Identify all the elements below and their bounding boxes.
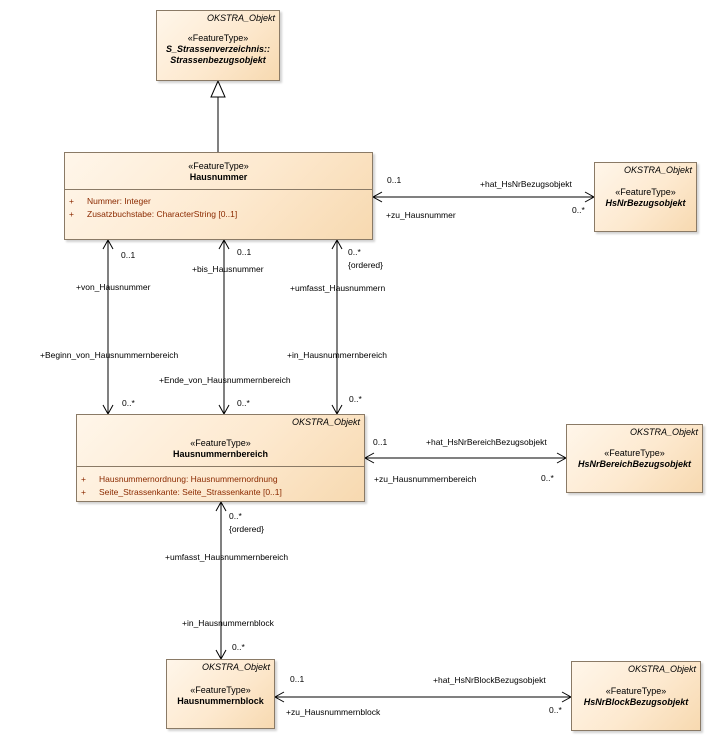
class-header: «FeatureType» Hausnummer (65, 161, 372, 183)
assoc-von-arrow-top (102, 238, 114, 250)
class-hausnummernblock[interactable]: OKSTRA_Objekt «FeatureType» Hausnummernb… (166, 659, 275, 729)
multiplicity-label: 0..1 (290, 674, 305, 684)
class-name: HsNrBezugsobjekt (605, 198, 686, 208)
role-label: +zu_Hausnummer (386, 210, 456, 220)
multiplicity-label: 0..1 (237, 247, 252, 257)
class-name: HsNrBereichBezugsobjekt (577, 459, 692, 469)
multiplicity-label: 0..* (122, 398, 135, 408)
visibility-marker: + (81, 474, 86, 484)
class-header: «FeatureType» HsNrBezugsobjekt (595, 187, 696, 209)
role-label: +hat_HsNrBlockBezugsobjekt (433, 675, 546, 685)
class-hausnummernbereich[interactable]: OKSTRA_Objekt «FeatureType» Hausnummernb… (76, 414, 365, 502)
role-label: +zu_Hausnummernbereich (374, 474, 477, 484)
assoc-blockbezug-arrow-left (273, 691, 285, 703)
stereotype-label: «FeatureType» (190, 685, 251, 695)
multiplicity-label: 0..1 (373, 437, 388, 447)
role-label: +hat_HsNrBezugsobjekt (480, 179, 572, 189)
package-label: OKSTRA_Objekt (627, 664, 696, 674)
attribute-text: Zusatzbuchstabe: CharacterString [0..1] (87, 209, 238, 219)
constraint-label: {ordered} (348, 260, 383, 270)
role-label: +umfasst_Hausnummern (290, 283, 386, 293)
stereotype-label: «FeatureType» (604, 448, 665, 458)
class-name-line1: S_Strassenverzeichnis:: (165, 44, 271, 54)
visibility-marker: + (69, 209, 74, 219)
role-label: +in_Hausnummernbereich (287, 350, 387, 360)
multiplicity-label: 0..* (572, 205, 585, 215)
multiplicity-label: 0..* (237, 398, 250, 408)
role-label: +Beginn_von_Hausnummernbereich (40, 350, 179, 360)
stereotype-label: «FeatureType» (188, 161, 249, 171)
role-label: +zu_Hausnummernblock (286, 707, 381, 717)
assoc-umfasst-arrow-top (331, 238, 343, 250)
attribute-text: Hausnummernordnung: Hausnummernordnung (99, 474, 278, 484)
class-header: «FeatureType» Hausnummernblock (167, 685, 274, 707)
class-strassenbezugsobjekt[interactable]: OKSTRA_Objekt «FeatureType» S_Strassenve… (156, 10, 280, 81)
class-header: «FeatureType» HsNrBereichBezugsobjekt (567, 448, 702, 470)
attribute-row: + Nummer: Integer (69, 196, 151, 206)
role-label: +von_Hausnummer (76, 282, 151, 292)
compartment-divider (77, 466, 364, 467)
multiplicity-label: 0..* (541, 473, 554, 483)
multiplicity-label: 0..* (549, 705, 562, 715)
package-label: OKSTRA_Objekt (201, 662, 270, 672)
multiplicity-label: 0..* (229, 511, 242, 521)
compartment-divider (65, 189, 372, 190)
role-label: +bis_Hausnummer (192, 264, 264, 274)
role-label: +umfasst_Hausnummernbereich (165, 552, 289, 562)
package-label: OKSTRA_Objekt (291, 417, 360, 427)
class-hsnrbezugsobjekt[interactable]: OKSTRA_Objekt «FeatureType» HsNrBezugsob… (594, 162, 697, 232)
attribute-text: Seite_Strassenkante: Seite_Strassenkante… (99, 487, 282, 497)
multiplicity-label: 0..* (349, 394, 362, 404)
class-hausnummer[interactable]: «FeatureType» Hausnummer + Nummer: Intege… (64, 152, 373, 240)
role-label: +Ende_von_Hausnummernbereich (159, 375, 291, 385)
class-name: Hausnummernblock (177, 696, 264, 706)
stereotype-label: «FeatureType» (190, 438, 251, 448)
attribute-row: + Seite_Strassenkante: Seite_Strassenkant… (81, 487, 282, 497)
class-hsnrblockbezugsobjekt[interactable]: OKSTRA_Objekt «FeatureType» HsNrBlockBez… (571, 661, 701, 731)
package-label: OKSTRA_Objekt (623, 165, 692, 175)
package-label: OKSTRA_Objekt (629, 427, 698, 437)
multiplicity-label: 0..1 (121, 250, 136, 260)
stereotype-label: «FeatureType» (615, 187, 676, 197)
attribute-row: + Zusatzbuchstabe: CharacterString [0..1] (69, 209, 237, 219)
stereotype-label: «FeatureType» (605, 686, 667, 696)
class-name: HsNrBlockBezugsobjekt (583, 697, 689, 707)
package-label: OKSTRA_Objekt (206, 13, 275, 23)
multiplicity-label: 0..* (348, 247, 361, 257)
attribute-text: Nummer: Integer (87, 196, 151, 206)
class-hsnrbereichbezugsobjekt[interactable]: OKSTRA_Objekt «FeatureType» HsNrBereichB… (566, 424, 703, 493)
role-label: +in_Hausnummernblock (182, 618, 274, 628)
assoc-bis-arrow-top (218, 238, 230, 250)
generalization-arrowhead (210, 79, 226, 98)
assoc-block-arrow-top (215, 500, 227, 512)
multiplicity-label: 0..* (232, 642, 245, 652)
stereotype-label: «FeatureType» (187, 33, 249, 43)
class-header: «FeatureType» Hausnummernbereich (77, 438, 364, 460)
class-name: Hausnummer (189, 172, 248, 182)
class-header: «FeatureType» HsNrBlockBezugsobjekt (572, 686, 700, 708)
attribute-row: + Hausnummernordnung: Hausnummernordnung (81, 474, 278, 484)
class-name: Hausnummernbereich (172, 449, 269, 459)
visibility-marker: + (69, 196, 74, 206)
assoc-bereichbezug-arrow-left (363, 452, 375, 464)
role-label: +hat_HsNrBereichBezugsobjekt (426, 437, 547, 447)
class-name-line2: Strassenbezugsobjekt (170, 55, 266, 65)
visibility-marker: + (81, 487, 86, 497)
assoc-hsnrbezug-arrow-left (371, 191, 383, 203)
constraint-label: {ordered} (229, 524, 264, 534)
multiplicity-label: 0..1 (387, 175, 402, 185)
class-header: «FeatureType» S_Strassenverzeichnis:: St… (157, 33, 279, 66)
